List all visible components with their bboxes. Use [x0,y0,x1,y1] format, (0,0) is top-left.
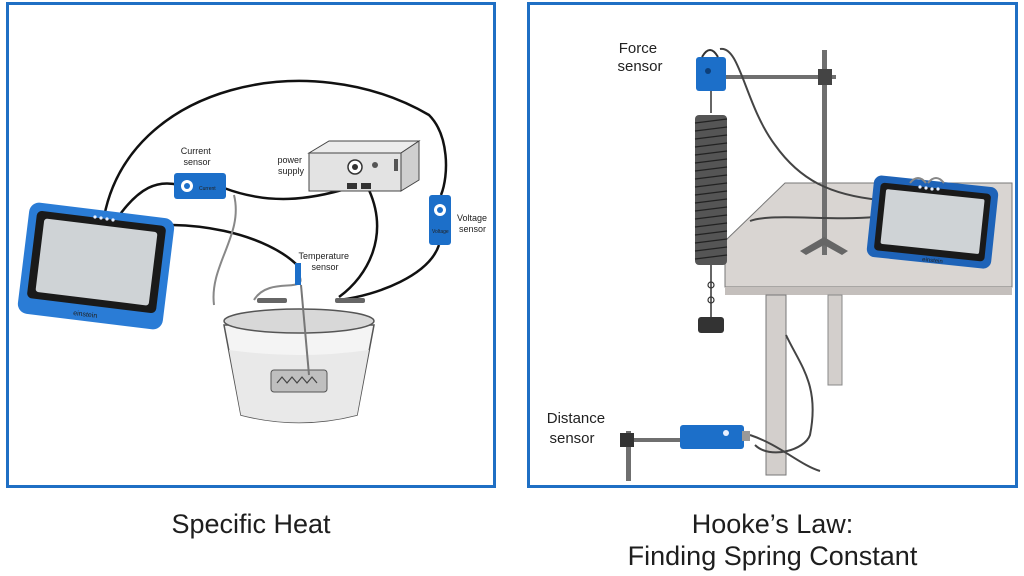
caption-hookes-law-line-1: Hooke’s Law: [691,509,854,539]
voltage-badge: Voltage [432,229,449,235]
grey-cables [212,194,302,306]
right-cables [719,47,881,472]
current-badge: Current [199,186,216,192]
current-sensor-device: Current [174,173,226,199]
distance-sensor-label: Distance sensor [547,410,610,447]
distance-sensor-device [620,425,750,481]
cable-voltage-beaker [338,244,441,302]
caption-hookes-law: Hooke’s Law: Finding Spring Constant [527,508,1018,572]
spring [694,115,728,333]
beaker [223,284,375,424]
tablet: einstein [17,202,175,330]
cable-tablet-current [112,182,180,224]
power-supply-device [307,140,421,192]
power-supply-label: power supply [277,155,304,176]
retort-stand [726,50,848,255]
hookes-law-diagram: Force sensor [547,40,1013,481]
clips [257,298,365,303]
caption-specific-heat-text: Specific Heat [171,509,331,539]
specific-heat-diagram: einstein Current Current sensor power [17,79,490,424]
cable-current-power [223,186,350,201]
current-sensor-label: Current sensor [181,146,214,167]
caption-specific-heat: Specific Heat [6,508,496,540]
tablet-brand: einstein [73,310,98,320]
cable-power-beaker [338,189,379,299]
hookes-law-panel: Force sensor [527,2,1018,488]
force-sensor-device [696,49,726,113]
caption-hookes-law-line-2: Finding Spring Constant [627,541,918,571]
temperature-sensor-label: Temperature sensor [298,251,351,272]
cable-top-loop [102,79,448,218]
force-sensor-label: Force sensor [617,40,662,75]
voltage-sensor-label: Voltage sensor [457,213,490,234]
voltage-sensor-device: Voltage [429,195,451,245]
tablet-leds [93,215,115,222]
temperature-probe [295,263,301,285]
tablet-right-brand: einstein [922,257,943,265]
specific-heat-panel: einstein Current Current sensor power [6,2,496,488]
tablet-right: einstein [866,175,999,269]
